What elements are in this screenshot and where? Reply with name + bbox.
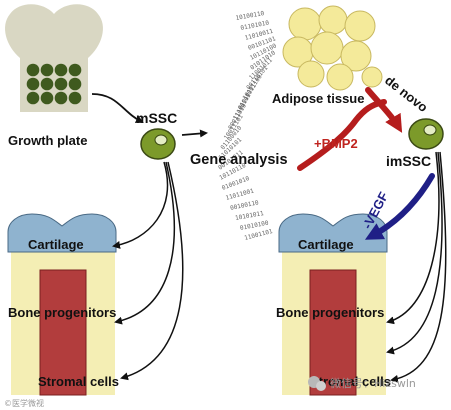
dna-binary-strand: 11011001 [225, 187, 255, 201]
dna-helix-binary: 1010011001101010110100110010110110110100… [217, 10, 278, 242]
growth-plate-cell [68, 63, 82, 77]
arrow-mssc-to-gene-analysis [181, 129, 208, 138]
watermark-source: ©医学微视 [4, 398, 44, 408]
growth-plate-cell [54, 91, 68, 105]
bmp2-red-arrow [297, 99, 387, 171]
growth-plate-bone-shape [5, 4, 103, 112]
right-bone-progenitors-label: Bone progenitors [276, 305, 384, 320]
adipose-tissue-cluster [282, 5, 383, 91]
dna-binary-strand: 10100110 [235, 10, 265, 22]
arrow-growth-plate-to-mssc [91, 93, 144, 123]
arrow-imssc-to-right-bone-progenitors [386, 151, 440, 325]
wechat-icon [308, 376, 326, 391]
bmp2-label: +BMP2 [314, 136, 358, 151]
arrow-mssc-to-left-stromal-cells [120, 161, 184, 381]
growth-plate-cell [40, 77, 54, 91]
vegf-blue-arrow [364, 173, 435, 240]
growth-plate-illustration [5, 4, 103, 112]
arrow-imssc-to-right-stromal-cells [390, 151, 447, 383]
imssc-cell-icon [408, 118, 444, 150]
growth-plate-cell [40, 63, 54, 77]
dna-binary-strand: 00100110 [230, 199, 260, 212]
watermark-wechat-id: 微信号：Hizswln [330, 376, 416, 390]
right-bone-illustration [278, 213, 388, 396]
growth-plate-cell [26, 63, 40, 77]
arrow-imssc-to-right-bone-lower [386, 151, 443, 355]
growth-plate-cell [54, 77, 68, 91]
growth-plate-cell [68, 77, 82, 91]
growth-plate-label: Growth plate [8, 133, 87, 148]
mssc-cell-icon [140, 128, 176, 160]
gene-analysis-label: Gene analysis [190, 152, 288, 168]
right-stromal-cells-label: Stromal cells [310, 374, 391, 389]
adipose-tissue-label: Adipose tissue [272, 91, 364, 106]
de-novo-red-arrow [365, 87, 403, 133]
dna-binary-strand: 10101011 [235, 210, 265, 222]
left-bone-illustration [7, 213, 117, 396]
de-novo-label: de novo [382, 73, 431, 116]
right-cartilage-cap [278, 213, 388, 253]
growth-plate-cell [40, 91, 54, 105]
growth-plate-cell [26, 77, 40, 91]
left-bone-progenitors-label: Bone progenitors [8, 305, 116, 320]
right-cartilage-label: Cartilage [298, 237, 354, 252]
growth-plate-cells [26, 63, 82, 105]
growth-plate-cell [68, 91, 82, 105]
mssc-label: mSSC [136, 110, 177, 126]
left-cartilage-label: Cartilage [28, 237, 84, 252]
left-cartilage-cap [7, 213, 117, 253]
growth-plate-cell [26, 91, 40, 105]
left-stromal-cells-label: Stromal cells [38, 374, 119, 389]
arrow-mssc-to-left-cartilage [112, 161, 169, 249]
growth-plate-cell [54, 63, 68, 77]
imssc-label: imSSC [386, 153, 431, 169]
arrow-mssc-to-left-bone-progenitors [114, 161, 176, 325]
